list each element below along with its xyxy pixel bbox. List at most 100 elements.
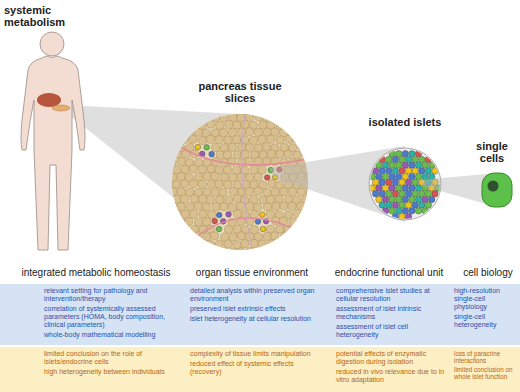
acinar-cell (246, 247, 254, 255)
acinar-cell (258, 240, 266, 248)
islet-cell (386, 191, 392, 197)
acinar-cell (168, 159, 176, 167)
islet-cell (389, 196, 395, 202)
acinar-cell (177, 157, 185, 165)
islet-cell (402, 208, 408, 214)
acinar-cell (199, 105, 207, 113)
acinar-cell (173, 226, 181, 234)
acinar-cell (267, 150, 275, 158)
acinar-cell (245, 187, 253, 195)
acinar-cell (271, 247, 279, 255)
acinar-cell (199, 210, 207, 218)
acinar-cell (267, 135, 275, 143)
islet-cell (399, 213, 405, 219)
human-figure (21, 32, 85, 250)
acinar-cell (164, 240, 172, 248)
acinar-cell (224, 136, 232, 144)
acinar-cell (306, 114, 314, 122)
islet-cell (412, 179, 418, 185)
acinar-cell (169, 144, 177, 152)
acinar-cell (165, 135, 173, 143)
acinar-cell (185, 217, 193, 225)
islet-cell (399, 191, 405, 197)
endocrine-cell (212, 218, 218, 224)
acinar-cell (276, 150, 284, 158)
acinar-cell (194, 202, 202, 210)
acinar-cell (198, 136, 206, 144)
limitation-text: limited conclusion on whole islet functi… (454, 366, 518, 380)
acinar-cell (181, 225, 189, 233)
acinar-cell (275, 195, 283, 203)
islet-cell (415, 162, 421, 168)
acinar-cell (199, 195, 207, 203)
acinar-cell (181, 210, 189, 218)
acinar-cell (293, 239, 301, 247)
limitation-text: loss of paracrine interactions (454, 350, 518, 364)
islet-cell (382, 173, 388, 179)
islet-cell (376, 173, 382, 179)
islet-cell (379, 168, 385, 174)
acinar-cell (194, 128, 202, 136)
advantage-text: assessment of islet intrinsic mechanisms (336, 305, 450, 321)
acinar-cell (281, 232, 289, 240)
islet-cell (392, 156, 398, 162)
band-column: limited conclusion on the role of islets… (44, 350, 180, 391)
islet-cell (409, 151, 415, 157)
acinar-cell (237, 232, 245, 240)
band-column: complexity of tissue limits manipulation… (190, 350, 316, 391)
islet-cell (379, 156, 385, 162)
acinar-cell (173, 150, 181, 158)
acinar-cell (237, 173, 245, 181)
endocrine-cell (195, 144, 201, 150)
acinar-cell (305, 217, 313, 225)
islet-cell (422, 162, 428, 168)
acinar-cell (293, 151, 301, 159)
acinar-cell (163, 107, 171, 115)
level-heading: isolated islets (365, 116, 445, 128)
acinar-cell (177, 203, 185, 211)
acinar-cell (294, 209, 302, 217)
acinar-cell (190, 195, 198, 203)
acinar-cell (194, 218, 202, 226)
islet-cell (399, 156, 405, 162)
liver (37, 93, 61, 107)
endocrine-cell (260, 226, 266, 232)
endocrine-cell (209, 151, 215, 157)
islet-cell (402, 173, 408, 179)
acinar-cell (255, 248, 263, 256)
acinar-cell (280, 113, 288, 121)
islet-cell (392, 179, 398, 185)
human-head (40, 32, 64, 56)
acinar-cell (284, 150, 292, 158)
acinar-cell (276, 225, 284, 233)
acinar-cell (203, 172, 211, 180)
islet-cell (389, 162, 395, 168)
islet-cell (412, 191, 418, 197)
acinar-cell (177, 113, 185, 121)
acinar-cell (233, 151, 241, 159)
islet-cell (369, 185, 375, 191)
acinar-cell (285, 240, 293, 248)
advantage-text: whole-body mathematical modelling (44, 331, 180, 339)
acinar-cell (268, 240, 276, 248)
acinar-cell (163, 120, 171, 128)
islet-cell (409, 173, 415, 179)
acinar-cell (229, 233, 237, 241)
limitation-text: complexity of tissue limits manipulation (190, 350, 316, 358)
acinar-cell (168, 114, 176, 122)
islet-cell (405, 191, 411, 197)
acinar-cell (306, 232, 314, 240)
column-heading: integrated metabolic homeostasis (4, 267, 188, 278)
islet-cell (412, 156, 418, 162)
acinar-cell (245, 202, 253, 210)
acinar-cell (207, 180, 215, 188)
islet-cell (409, 196, 415, 202)
acinar-cell (268, 180, 276, 188)
acinar-cell (306, 247, 314, 255)
acinar-cell (271, 128, 279, 136)
acinar-cell (181, 240, 189, 248)
acinar-cell (284, 106, 292, 114)
level-heading: pancreas tissue slices (190, 80, 290, 105)
acinar-cell (185, 232, 193, 240)
acinar-cell (259, 196, 267, 204)
